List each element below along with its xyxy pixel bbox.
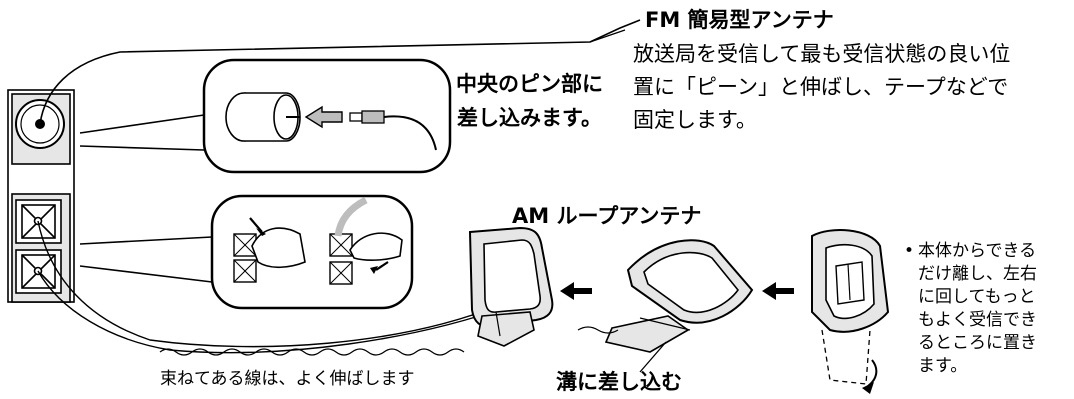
fm-antenna-description: 放送局を受信して最も受信状態の良い位 置に「ピーン」と伸ばし、テープなどで 固定… [633, 38, 1073, 137]
placement-note-line: 本体からできる [918, 241, 1037, 261]
bullet-icon: • [904, 241, 915, 261]
fm-antenna-title: FM 簡易型アンテナ [645, 8, 834, 32]
placement-note-line: だけ離し、左右 [918, 264, 1037, 284]
am-lever-detail [210, 194, 414, 310]
am-antenna-title: AM ループアンテナ [512, 204, 702, 228]
pin-note-line: 中央のピン部に [456, 72, 603, 96]
placement-note-line: ます。 [918, 356, 968, 376]
am-terminal-icon [15, 199, 62, 294]
fm-pin-detail [202, 58, 452, 174]
placement-note-line: るところに置き [918, 333, 1037, 353]
placement-note-line: に回してもっと [918, 287, 1036, 307]
placement-note-line: もよく受信でき [918, 310, 1037, 330]
fm-description-line: 置に「ピーン」と伸ばし、テープなどで [633, 75, 1009, 99]
callout-lines [79, 114, 213, 283]
am-loop-antenna-unfolding [577, 239, 754, 373]
pin-note-line: 差し込みます。 [457, 106, 602, 130]
pin-insert-note: 中央のピン部に 差し込みます。 [456, 67, 603, 135]
arrow-left-icon [560, 282, 794, 300]
bundle-note: 束ねてある線は、よく伸ばします [160, 369, 415, 389]
am-loop-antenna-standing [811, 229, 890, 394]
am-antenna-wire [37, 220, 501, 348]
fm-description-line: 固定します。 [633, 108, 757, 132]
groove-note: 溝に差し込む [556, 370, 682, 394]
am-loop-antenna-assembled [468, 226, 554, 347]
fm-antenna-wire [39, 19, 641, 125]
fm-description-line: 放送局を受信して最も受信状態の良い位 [633, 42, 1011, 66]
